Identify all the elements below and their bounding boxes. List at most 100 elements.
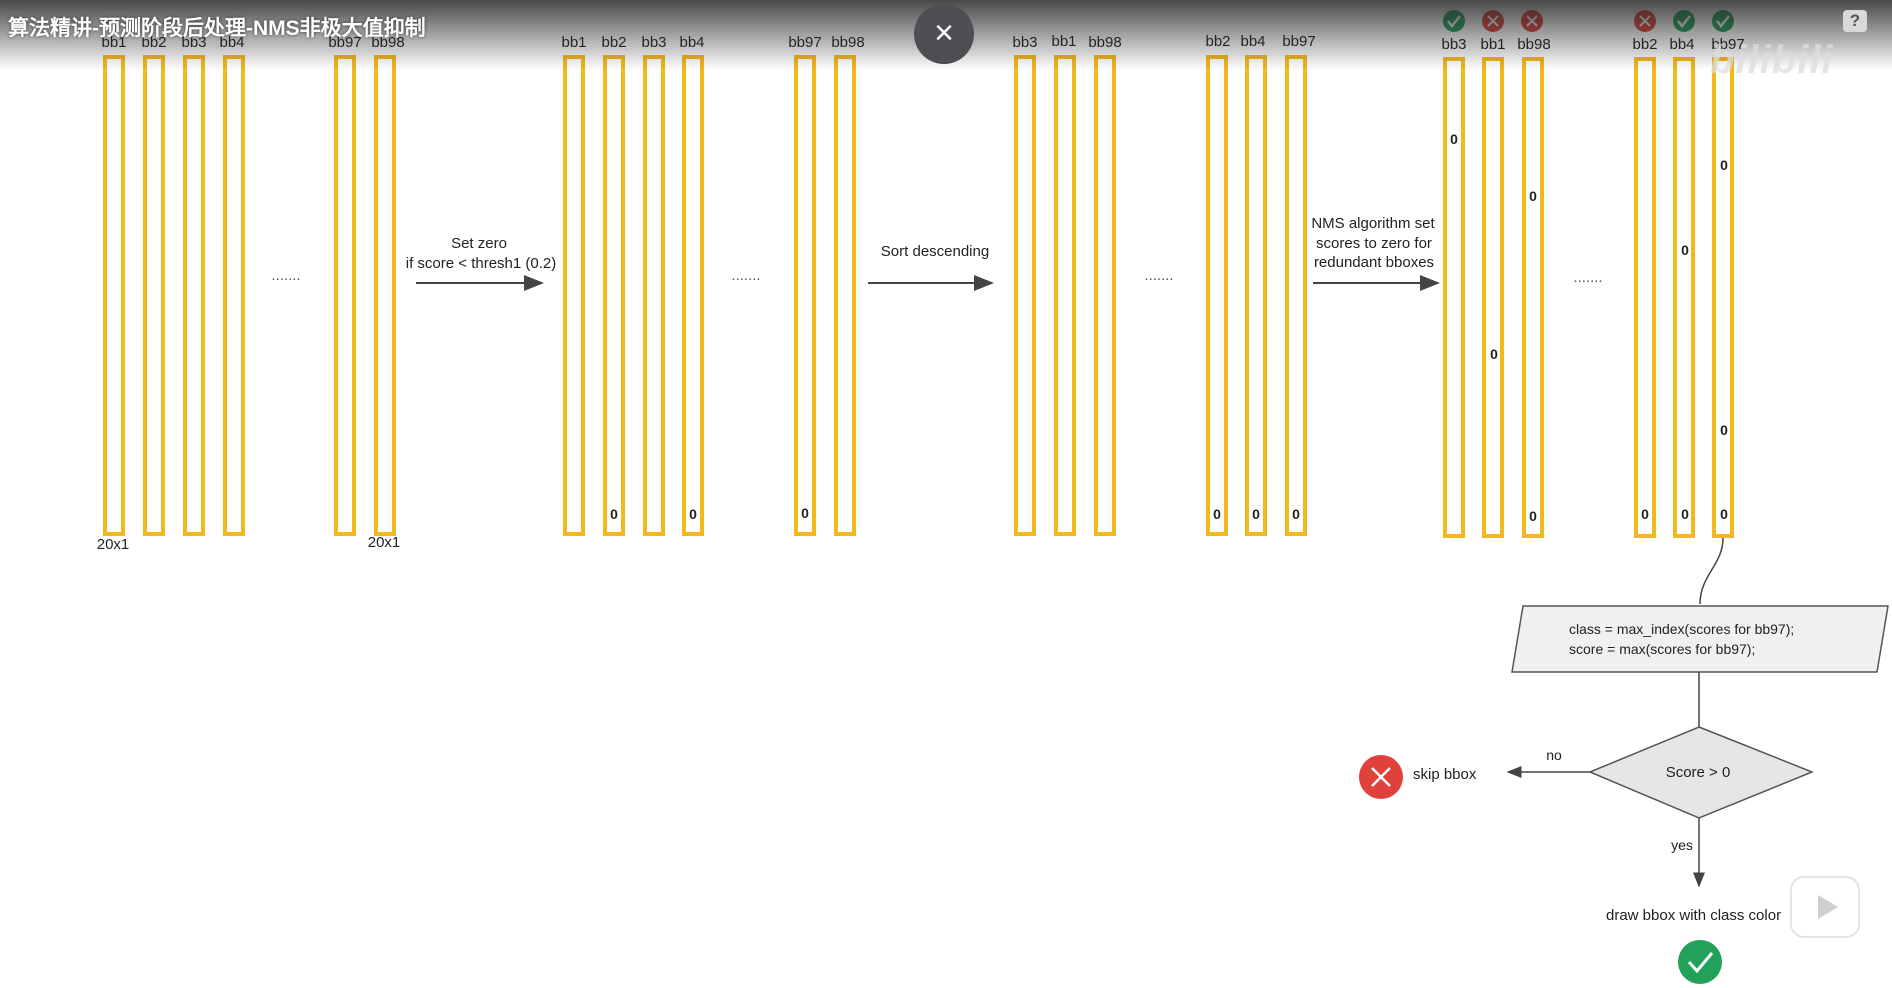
column-5: bb4 0 0 <box>1669 10 1695 538</box>
column-label: bb1 <box>1051 33 1076 50</box>
group-input-scores: bb1 bb2 bb3 bb4 ....... bb97 bb98 20x1 2… <box>97 34 405 553</box>
close-button[interactable]: × <box>914 4 974 64</box>
column-4: bb2 0 <box>1205 33 1231 536</box>
score-column <box>682 55 704 536</box>
step-label-line: Sort descending <box>881 243 989 260</box>
yes-label: yes <box>1671 837 1693 853</box>
zero-value: 0 <box>1641 506 1649 522</box>
score-column <box>183 55 205 536</box>
score-column <box>143 55 165 536</box>
zero-value: 0 <box>1490 346 1498 362</box>
skip-label: skip bbox <box>1413 766 1477 783</box>
step-label-line: Set zero <box>451 235 507 252</box>
column-label: bb4 <box>1669 36 1694 53</box>
column-5: bb97 0 <box>788 34 822 536</box>
watermark: bilibili <box>1710 38 1834 82</box>
score-column <box>1245 55 1267 536</box>
check-icon <box>1673 10 1695 32</box>
score-column <box>223 55 245 536</box>
column-2: bb1 0 <box>1480 10 1506 538</box>
column-5: bb97 <box>328 34 362 536</box>
zero-value: 0 <box>610 506 618 522</box>
column-6: bb98 <box>371 34 405 536</box>
column-2: bb2 0 <box>601 34 627 536</box>
play-button[interactable] <box>1790 876 1860 938</box>
process-line: score = max(scores for bb97); <box>1569 641 1755 657</box>
decision-diamond: Score > 0 <box>1588 726 1815 819</box>
column-6: bb97 0 <box>1282 33 1316 536</box>
column-1: bb3 <box>1012 34 1038 536</box>
column-6: bb98 <box>831 34 865 536</box>
score-column <box>334 55 356 536</box>
column-2: bb2 <box>141 34 167 536</box>
column-label: bb1 <box>1480 36 1505 53</box>
column-label: bb97 <box>788 34 821 51</box>
score-column <box>1712 57 1734 538</box>
column-5: bb4 0 <box>1240 33 1267 536</box>
check-icon <box>1712 10 1734 32</box>
score-column <box>1054 55 1076 536</box>
score-column <box>834 55 856 536</box>
dimension-label: 20x1 <box>368 534 401 551</box>
decision-label: Score > 0 <box>1666 764 1731 781</box>
zero-value: 0 <box>689 506 697 522</box>
column-3: bb3 <box>641 34 667 536</box>
score-column <box>1634 57 1656 538</box>
score-column <box>1014 55 1036 536</box>
column-4: bb2 0 <box>1632 10 1658 538</box>
column-label: bb4 <box>679 34 704 51</box>
score-column <box>374 55 396 536</box>
column-6: bb97 0 0 0 <box>1711 10 1745 538</box>
score-column <box>603 55 625 536</box>
zero-value: 0 <box>1213 506 1221 522</box>
column-label: bb97 <box>1282 33 1315 50</box>
column-label: bb98 <box>1088 34 1121 51</box>
column-label: bb3 <box>641 34 666 51</box>
column-3: bb3 <box>181 34 207 536</box>
column-label: bb98 <box>1517 36 1550 53</box>
zero-value: 0 <box>1292 506 1300 522</box>
check-icon <box>1443 10 1465 32</box>
check-icon <box>1678 940 1722 984</box>
step-label-line: scores to zero for <box>1316 235 1432 252</box>
score-column <box>1522 57 1544 538</box>
flowchart: class = max_index(scores for bb97); scor… <box>1359 537 1889 984</box>
process-line: class = max_index(scores for bb97); <box>1569 621 1794 637</box>
zero-value: 0 <box>1450 131 1458 147</box>
zero-value: 0 <box>1252 506 1260 522</box>
column-label: bb98 <box>831 34 864 51</box>
skip-result: skip bbox <box>1359 755 1477 799</box>
step-nms: NMS algorithm set scores to zero for red… <box>1311 215 1440 291</box>
draw-label: draw bbox with class color <box>1606 907 1781 924</box>
score-column <box>794 55 816 536</box>
group-nms-scores: bb3 0 bb1 0 bb98 0 0 bb2 0 <box>1441 10 1745 538</box>
column-label: bb2 <box>1205 33 1230 50</box>
column-1: bb1 <box>561 34 587 536</box>
no-label: no <box>1546 747 1562 763</box>
step-sort: Sort descending <box>868 243 994 291</box>
column-3: bb98 <box>1088 34 1122 536</box>
help-button[interactable]: ? <box>1843 10 1867 32</box>
column-label: bb2 <box>601 34 626 51</box>
score-column <box>103 55 125 536</box>
column-label: bb4 <box>1240 33 1265 50</box>
ellipsis: ....... <box>1144 267 1173 284</box>
zero-value: 0 <box>1720 157 1728 173</box>
score-column <box>563 55 585 536</box>
column-1: bb1 <box>101 34 127 536</box>
zero-value: 0 <box>1720 422 1728 438</box>
draw-result: draw bbox with class color <box>1606 907 1781 984</box>
column-4: bb4 0 <box>679 34 705 536</box>
check-mark <box>1687 952 1714 974</box>
dimension-label: 20x1 <box>97 536 130 553</box>
group-sorted-scores: bb3 bb1 bb98 ....... bb2 0 bb4 0 bb97 0 <box>1012 33 1316 536</box>
column-1: bb3 0 <box>1441 10 1467 538</box>
process-box: class = max_index(scores for bb97); scor… <box>1511 605 1889 673</box>
score-column <box>1482 57 1504 538</box>
zero-value: 0 <box>1720 506 1728 522</box>
group-thresholded-scores: bb1 bb2 0 bb3 bb4 0 ....... bb97 0 bb98 <box>561 34 865 536</box>
column-3: bb98 0 0 <box>1517 10 1551 538</box>
step-label-line: if score < thresh1 (0.2) <box>406 255 556 272</box>
cross-mark <box>1371 767 1391 787</box>
